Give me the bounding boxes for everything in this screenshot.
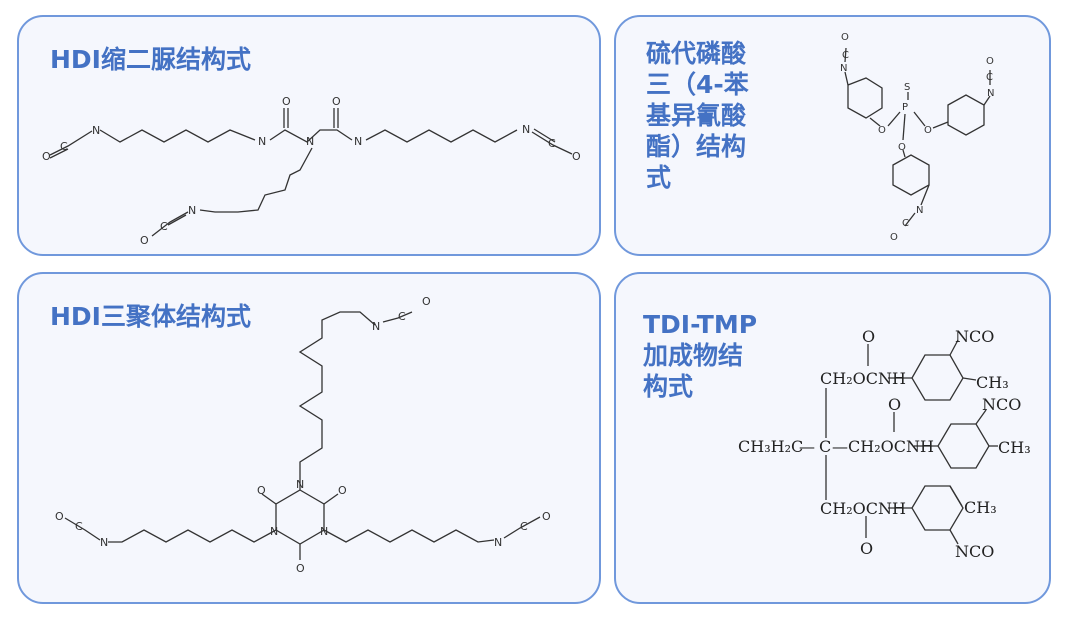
tdi-tmp-title: TDI-TMP 加成物结 构式	[643, 309, 757, 402]
hdi-biuret-title: HDI缩二脲结构式	[50, 45, 251, 74]
title-line: TDI-TMP	[643, 310, 758, 339]
phosphorothioate-title: 硫代磷酸 三（4-苯 基异氰酸 酯）结构 式	[646, 38, 749, 193]
title-line: 酯）结构	[646, 132, 747, 161]
title-line: 加成物结	[643, 341, 744, 370]
title-line: 式	[646, 163, 672, 192]
title-line: 硫代磷酸	[646, 39, 747, 68]
title-line: 基异氰酸	[646, 101, 747, 130]
title-line: 三（4-苯	[646, 70, 749, 99]
hdi-trimer-title: HDI三聚体结构式	[50, 302, 251, 331]
title-line: 构式	[643, 372, 694, 401]
